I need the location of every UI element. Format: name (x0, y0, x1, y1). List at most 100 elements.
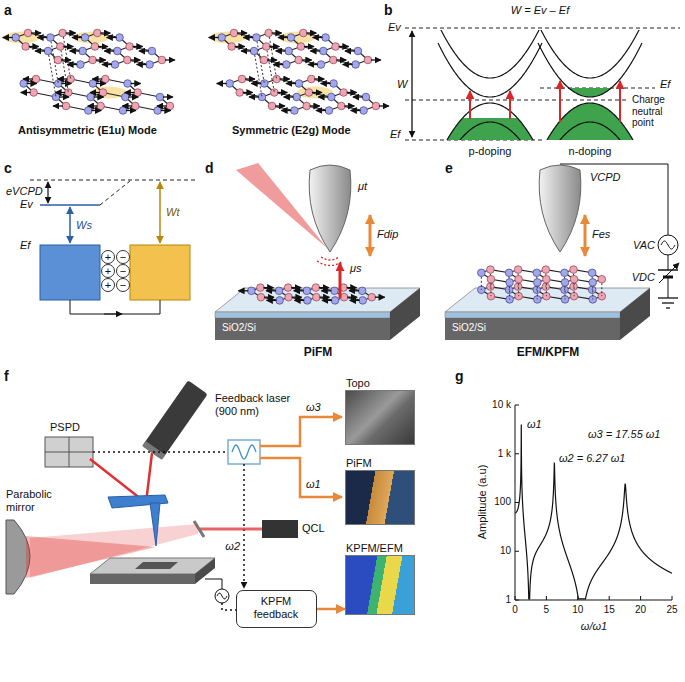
symbol-label: VDC (632, 271, 655, 284)
displacement-arrow (21, 92, 31, 93)
atom (253, 34, 261, 42)
lattice-layer (3, 29, 175, 68)
atom (487, 266, 495, 274)
silicon-layer (215, 318, 390, 340)
frequency-label: ω1 (306, 478, 321, 491)
displacement-arrow (281, 110, 291, 111)
panel-letter: a (4, 2, 12, 18)
atom (331, 287, 339, 295)
displacement-arrow (310, 50, 320, 51)
harmonic-arrow (260, 458, 342, 497)
displacement-arrow (302, 59, 312, 60)
substrate (215, 288, 420, 340)
part-label: QCL (302, 522, 325, 535)
atom (158, 56, 166, 64)
atom (276, 297, 284, 305)
harmonic-signal (243, 464, 245, 588)
displacement-arrow (280, 78, 290, 79)
atom (589, 279, 597, 287)
atom (111, 61, 119, 69)
atom (156, 93, 164, 101)
x-tick (546, 596, 547, 600)
ground-symbol (666, 307, 670, 308)
atom (570, 283, 578, 291)
x-tick (609, 596, 610, 600)
atom (313, 293, 321, 301)
atom (22, 43, 30, 51)
substrate-side (620, 288, 650, 340)
displacement-arrow (278, 37, 288, 38)
substrate-label: SiO2/Si (452, 322, 486, 334)
atom (534, 296, 542, 304)
lattice-layer (478, 283, 606, 303)
atom (228, 43, 236, 51)
y-tick (515, 405, 519, 406)
displacement-arrow (322, 300, 332, 301)
dipole-field (321, 257, 339, 260)
atom (124, 80, 132, 88)
interlayer-line (266, 47, 274, 93)
image-heading: Topo (346, 377, 370, 389)
displacement-arrow (347, 297, 357, 298)
harmonic-arrow (260, 417, 342, 446)
atom (352, 61, 360, 69)
band-structure (438, 30, 542, 140)
tick-label: 25 (666, 604, 677, 616)
displacement-arrow (37, 37, 47, 38)
atom (589, 296, 597, 304)
displacement-arrow (209, 37, 219, 38)
image-heading: KPFM/EFM (346, 542, 403, 554)
atom (283, 61, 291, 69)
atom (287, 34, 295, 42)
displacement-arrow (319, 297, 329, 298)
tick-label: 100 (494, 496, 511, 508)
sample-work-function (69, 207, 71, 243)
displacement-arrow (102, 64, 112, 65)
atom (570, 266, 578, 274)
displacement-arrow (61, 59, 71, 60)
atom (285, 293, 293, 301)
charge-sign: − (120, 265, 126, 278)
displacement-arrow (137, 64, 147, 65)
substrate-top (215, 288, 420, 312)
band-curve (438, 30, 542, 78)
atom (81, 34, 89, 42)
atom (295, 80, 303, 88)
atom (360, 107, 368, 115)
mode-caption: Antisymmetric (E1u) Mode (18, 124, 157, 137)
frequency-label: ω3 (306, 401, 321, 414)
atom (77, 61, 85, 69)
y-tick (515, 551, 519, 552)
displacement-arrow (275, 105, 285, 106)
charge-sign: + (105, 279, 111, 292)
atom (126, 43, 134, 51)
displacement-arrow (96, 59, 106, 60)
atom (533, 269, 541, 277)
mode-glow (297, 87, 333, 99)
displacement-arrow (310, 105, 320, 106)
panel-letter: e (445, 160, 453, 176)
atom (24, 29, 32, 37)
displacement-arrow (35, 50, 45, 51)
symbol-label: Fdip (377, 228, 398, 241)
atom (30, 89, 38, 97)
atom (285, 47, 293, 55)
atom (44, 47, 52, 55)
displacement-arrow (131, 83, 141, 84)
atom (89, 80, 97, 88)
part-label: Parabolic mirror (6, 488, 64, 513)
displacement-arrow (104, 50, 114, 51)
displacement-arrow (122, 105, 132, 106)
displacement-arrow (353, 96, 363, 97)
laser-body (142, 380, 208, 459)
sample-dipole-arrow (339, 263, 342, 298)
atom (588, 269, 596, 277)
atom (148, 47, 156, 55)
contact-wire (70, 300, 160, 314)
atom (87, 93, 95, 101)
peak-label: ω1 (527, 418, 542, 431)
method-label: EFM/KPFM (517, 346, 580, 360)
